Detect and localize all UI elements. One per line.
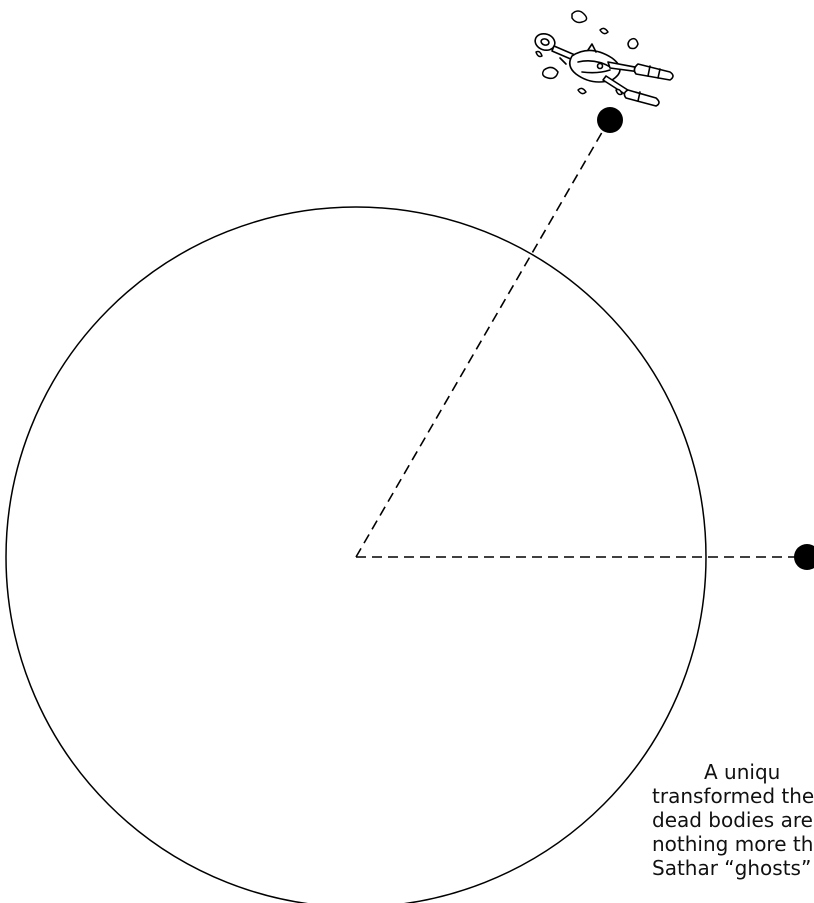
derelict-starship-icon [534,32,674,107]
ship-nacelle-upper [633,63,674,81]
orbit-circle [5,206,707,903]
ship-nacelle-lower [623,89,660,107]
caption-line: nothing more th [652,832,814,856]
debris-fragment-icon [541,66,559,80]
caption-line: A uniqu [704,760,781,784]
debris-fragment-icon [571,10,588,24]
debris-fragment-icon [615,88,623,96]
ship-position-dot [597,107,623,133]
debris-fragment-icon [577,87,587,95]
radius-line-to-ship [355,121,609,558]
debris-fragment-icon [599,27,609,35]
debris-fragment-icon [627,37,639,50]
caption-line: Sathar “ghosts” [652,856,812,880]
orbit-position-dot [794,544,814,570]
caption-line: dead bodies are [652,808,813,832]
debris-field [535,10,639,96]
debris-fragment-icon [535,50,543,58]
caption-line: transformed the [652,784,814,808]
caption-text: A uniqu transformed the dead bodies are … [652,760,814,880]
